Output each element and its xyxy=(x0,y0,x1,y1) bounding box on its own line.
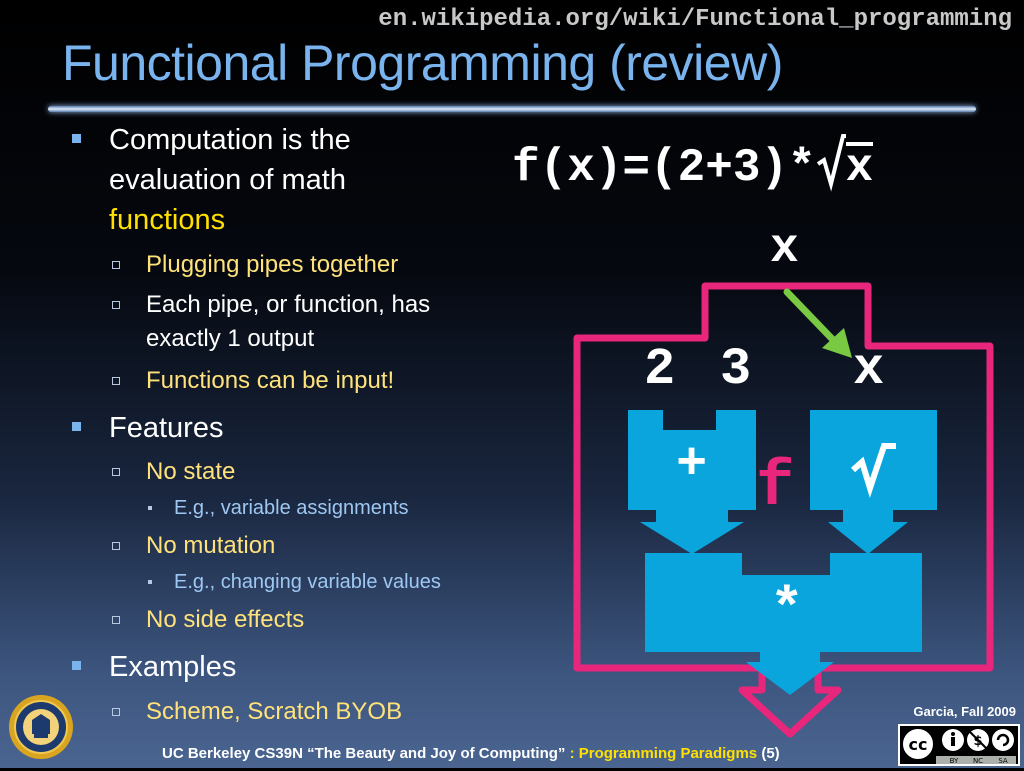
bullet-marker xyxy=(72,661,81,670)
sqrt-symbol-icon xyxy=(851,443,896,498)
function-outline xyxy=(573,282,994,738)
diagram-number-two: 2 xyxy=(644,340,676,399)
sub-bullet-marker xyxy=(112,468,120,476)
bullet-plugging-text: Plugging pipes together xyxy=(146,251,399,278)
bullet-functions-input-text: Functions can be input! xyxy=(146,367,395,394)
bullet-computation-line2: evaluation of math xyxy=(109,164,346,196)
svg-text:cc: cc xyxy=(909,735,928,754)
bullet-no-state-text: No state xyxy=(146,458,236,485)
sub-bullet-marker xyxy=(112,542,120,550)
bullet-each-pipe-line2: exactly 1 output xyxy=(146,325,315,352)
bullet-features-text: Features xyxy=(109,412,224,444)
input-arrow-head xyxy=(822,328,852,358)
bullet-computation-line3: functions xyxy=(109,204,226,236)
bullet-eg-change-text: E.g., changing variable values xyxy=(174,571,441,593)
diagram-input-x: x xyxy=(770,222,799,276)
cc-by-label: BY xyxy=(950,757,959,765)
sub-bullet-marker xyxy=(112,616,120,624)
sub-bullet-marker xyxy=(112,377,120,385)
plus-pipe xyxy=(628,410,756,554)
bullet-marker xyxy=(72,134,81,143)
diagram-times-label: * xyxy=(770,578,804,642)
footer-separator: : xyxy=(565,745,579,762)
title-divider xyxy=(48,106,976,112)
bullet-examples-text: Examples xyxy=(109,651,237,683)
sub-bullet-marker xyxy=(112,708,120,716)
diagram-function-f: f xyxy=(756,452,795,524)
bullet-computation-line1: Computation is the xyxy=(109,124,351,156)
bullet-no-side-effects-text: No side effects xyxy=(146,606,305,633)
bullet-marker xyxy=(72,422,81,431)
footer-page: (5) xyxy=(757,745,780,762)
cc-nc-label: NC xyxy=(973,757,983,765)
course-name: UC Berkeley CS39N “The Beauty and Joy of… xyxy=(162,745,566,762)
bullet-scheme-text: Scheme, Scratch BYOB xyxy=(146,698,403,725)
slide-title: Functional Programming (review) xyxy=(62,35,783,91)
sqrt-icon xyxy=(816,134,846,192)
bullet-each-pipe-line1: Each pipe, or function, has xyxy=(146,291,431,318)
uc-berkeley-seal-icon xyxy=(8,694,74,765)
bullet-eg-assign-text: E.g., variable assignments xyxy=(174,497,409,519)
input-arrow-line xyxy=(783,288,842,349)
sub-bullet-marker xyxy=(112,301,120,309)
formula-prefix: f(x)=(2+3)* xyxy=(512,142,816,194)
times-pipe xyxy=(645,553,922,695)
diagram-plus-label: + xyxy=(676,435,708,494)
course-footer: UC Berkeley CS39N “The Beauty and Joy of… xyxy=(162,745,780,762)
bullet-no-mutation-text: No mutation xyxy=(146,532,276,559)
footer-topic: Programming Paradigms xyxy=(578,745,758,762)
author-credit: Garcia, Fall 2009 xyxy=(913,704,1016,719)
formula-radicand: x xyxy=(845,142,874,194)
diagram-inner-x: x xyxy=(853,340,885,399)
formula: f(x)=(2+3)* x xyxy=(512,134,874,194)
svg-text:$: $ xyxy=(973,734,982,749)
sub-sub-bullet-marker xyxy=(148,580,152,584)
source-url: en.wikipedia.org/wiki/Functional_program… xyxy=(378,6,1012,33)
cc-sa-label: SA xyxy=(998,757,1008,765)
creative-commons-by-nc-sa-icon: cc $ BY NC SA xyxy=(898,724,1020,771)
sub-bullet-marker xyxy=(112,261,120,269)
sub-sub-bullet-marker xyxy=(148,506,152,510)
diagram-number-three: 3 xyxy=(720,340,752,399)
